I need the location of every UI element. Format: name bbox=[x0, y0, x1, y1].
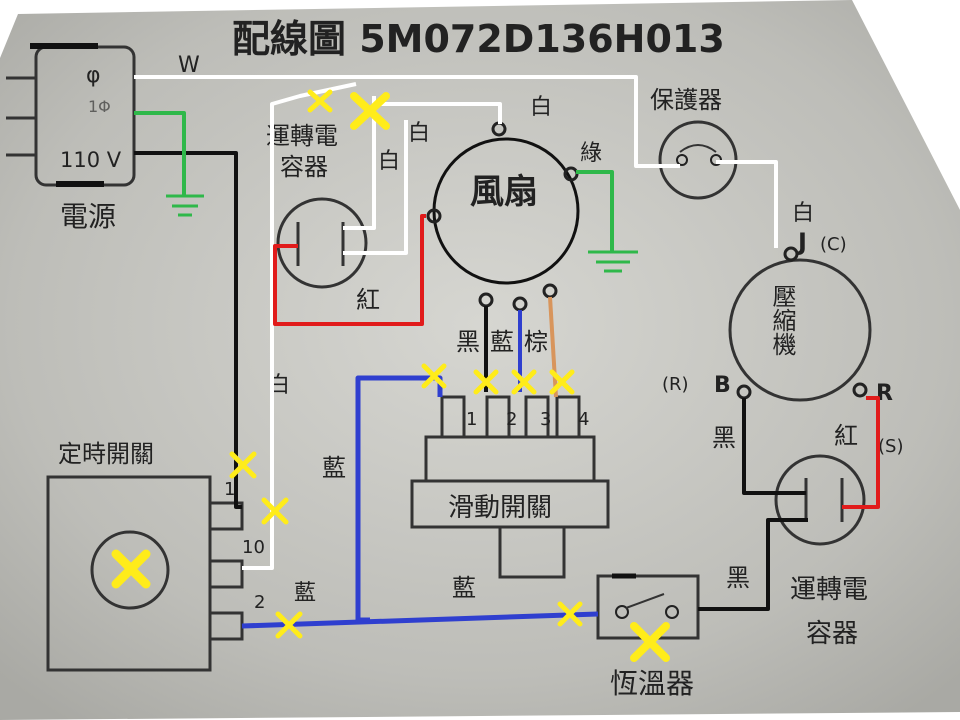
wire-white-protector-compressor bbox=[716, 160, 778, 248]
x-marker bbox=[275, 611, 303, 639]
fan-capacitor-label-top: 運轉電 bbox=[266, 122, 338, 150]
x-markers bbox=[111, 89, 670, 662]
thermostat-label: 恆溫器 bbox=[610, 667, 694, 700]
wire-w-label: W bbox=[178, 53, 200, 78]
compressor-capacitor-label-top: 運轉電 bbox=[790, 575, 868, 605]
slide-switch bbox=[410, 395, 610, 579]
wire-black-compressor-b bbox=[742, 398, 806, 495]
terminal-s-paren: (S) bbox=[878, 436, 903, 457]
fan-capacitor-label-bottom: 容器 bbox=[280, 153, 328, 181]
x-marker bbox=[229, 451, 257, 479]
white-label-cap: 白 bbox=[378, 149, 400, 174]
wire-green-fan-ground bbox=[576, 170, 614, 252]
white-label-top: 白 bbox=[530, 95, 552, 120]
power-label: 電源 bbox=[60, 200, 116, 233]
power-source: φ 1Φ 110 V bbox=[6, 43, 136, 187]
white-label-fan: 白 bbox=[408, 121, 430, 146]
blue-label-bottom: 藍 bbox=[452, 574, 476, 602]
blue-label-vertical: 藍 bbox=[322, 454, 346, 482]
terminal-r-paren: (R) bbox=[662, 374, 689, 395]
wire-green-power-ground bbox=[134, 111, 186, 196]
timer-terminal-1: 1 bbox=[224, 479, 235, 500]
slide-terminal-3: 3 bbox=[540, 409, 551, 430]
black-label-thermostat: 黑 bbox=[726, 564, 750, 592]
x-marker-large bbox=[350, 92, 390, 130]
slide-terminal-2: 2 bbox=[506, 409, 517, 430]
wire-black-thermostat-capacitor bbox=[698, 518, 808, 611]
x-marker bbox=[549, 369, 575, 395]
x-marker bbox=[511, 369, 537, 395]
phase-number: 1Φ bbox=[88, 97, 111, 116]
red-label-compressor: 紅 bbox=[834, 422, 858, 450]
fan-label: 風扇 bbox=[470, 172, 538, 212]
black-label-compressor: 黑 bbox=[712, 424, 736, 452]
x-marker bbox=[307, 89, 333, 113]
timer-terminal-2: 2 bbox=[254, 592, 265, 613]
phase-symbol: φ bbox=[86, 63, 101, 88]
wire-white-fan-top bbox=[372, 102, 502, 124]
timer-label: 定時開關 bbox=[58, 440, 154, 468]
slide-terminal-1: 1 bbox=[466, 409, 477, 430]
slide-terminal-4: 4 bbox=[578, 409, 589, 430]
x-marker bbox=[557, 601, 583, 627]
wires bbox=[134, 75, 880, 629]
wire-white-cap-fan bbox=[343, 120, 408, 255]
x-marker-large bbox=[111, 549, 151, 589]
wire-brown-fan-slide3 bbox=[548, 296, 558, 398]
terminal-b: B bbox=[714, 373, 731, 398]
slide-switch-label: 滑動開關 bbox=[448, 493, 552, 523]
x-marker bbox=[261, 497, 289, 525]
compressor-run-capacitor bbox=[774, 454, 866, 546]
fan-motor bbox=[426, 121, 580, 312]
diagram-title: 配線圖 5M072D136H013 bbox=[232, 17, 725, 61]
blue-label-timer: 藍 bbox=[294, 581, 316, 606]
terminal-r: R bbox=[876, 381, 893, 406]
blue-label-fan: 藍 bbox=[490, 328, 514, 356]
timer-terminal-10: 10 bbox=[242, 537, 265, 558]
white-label-compressor: 白 bbox=[792, 201, 814, 226]
wire-blue-timer-thermostat bbox=[241, 611, 599, 629]
wire-white-cap-left bbox=[343, 96, 376, 230]
compressor-label: 壓縮機 bbox=[768, 284, 796, 356]
compressor bbox=[728, 246, 872, 402]
black-label-fan: 黑 bbox=[456, 328, 480, 356]
red-label-fan-cap: 紅 bbox=[356, 286, 380, 314]
terminal-c: (C) bbox=[820, 234, 847, 255]
x-marker-large bbox=[630, 622, 670, 662]
x-marker bbox=[473, 369, 499, 395]
terminal-j: J bbox=[796, 228, 807, 256]
x-marker bbox=[421, 363, 447, 389]
protector-label: 保護器 bbox=[650, 86, 722, 114]
wire-red-fan-capacitor bbox=[273, 214, 426, 326]
wire-white-power-protector bbox=[134, 75, 680, 168]
green-label: 綠 bbox=[580, 141, 602, 166]
wire-red-compressor-capacitor bbox=[842, 396, 880, 509]
brown-label-fan: 棕 bbox=[524, 328, 548, 356]
compressor-capacitor-label-bottom: 容器 bbox=[806, 619, 858, 649]
voltage-label: 110 V bbox=[60, 148, 122, 172]
wire-white-timer-cap bbox=[242, 82, 357, 570]
timer-switch bbox=[46, 475, 244, 672]
